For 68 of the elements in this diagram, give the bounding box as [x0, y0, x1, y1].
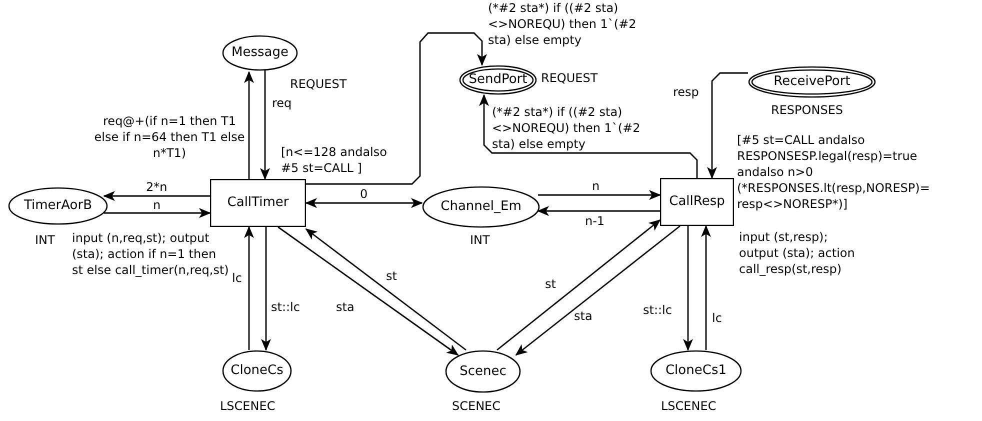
arc-arrow	[261, 227, 271, 351]
arc-inscription: (*#2 sta*) if ((#2 sta)<>NOREQU) then 1`(#2 sta) else empty	[488, 0, 638, 48]
arc-arrow	[537, 206, 660, 216]
arc-inscription: n	[592, 178, 600, 194]
arc-inscription: (*#2 sta*) if ((#2 sta)<>NOREQU) then 1`(#2 sta) else empty	[492, 104, 642, 152]
arc-inscription: n-1	[585, 213, 605, 229]
arc-inscription: sta	[336, 299, 354, 315]
arc-inscription: st::lc	[271, 299, 300, 315]
arc-arrow	[496, 219, 661, 351]
arc-arrow	[244, 226, 254, 350]
type-label: SCENEC	[452, 398, 501, 414]
arc-inscription: 0	[360, 186, 368, 202]
arc-inscription: resp	[673, 84, 699, 100]
transition-box	[210, 179, 306, 227]
place-ellipse	[748, 66, 876, 98]
node-label: Scenec	[460, 364, 506, 380]
arc-arrow	[515, 225, 680, 356]
arc-inscription: 2*n	[146, 179, 168, 195]
place-ellipse	[8, 187, 108, 225]
arc-arrow	[305, 228, 466, 351]
place-ellipse	[459, 65, 537, 95]
guard-text: [#5 st=CALL andalso RESPONSESP.legal(resp)=true andalso n>0 (*RESPONSES.lt(resp,NORESP)= resp<>NORESP*)]	[737, 132, 931, 212]
arc-inscription: sta	[574, 308, 592, 324]
arc-inscription: lc	[232, 270, 242, 286]
place-ellipse	[222, 35, 298, 71]
arc-arrow	[707, 72, 748, 179]
arc-inscription: n	[153, 197, 161, 213]
node-label: CallTimer	[227, 195, 289, 211]
arc-inscription: st::lc	[643, 302, 672, 318]
type-label: RESPONSES	[771, 102, 844, 118]
transition-box	[660, 178, 734, 226]
node-label: Channel_Em	[440, 199, 522, 215]
place-ellipse	[445, 350, 521, 393]
type-label: LSCENEC	[661, 398, 716, 414]
arc-arrow	[479, 94, 698, 178]
place-ellipse	[422, 186, 540, 228]
arc-arrow	[538, 190, 661, 200]
node-label: CallResp	[669, 194, 725, 210]
place-ellipse	[650, 350, 742, 392]
type-label: LSCENEC	[220, 398, 276, 414]
arc-inscription: st	[545, 276, 556, 292]
node-label: ReceivePort	[774, 74, 850, 90]
guard-text: [n<=128 andalso #5 st=CALL ]	[281, 144, 388, 176]
arc-inscription: req@+(if n=1 then T1 else if n=64 then T1 else n*T1)	[93, 113, 246, 161]
arc-arrow	[683, 226, 693, 351]
type-label: REQUEST	[541, 70, 598, 86]
arc-arrow	[103, 191, 210, 201]
arc-arrow	[260, 70, 270, 180]
arc-arrow	[305, 198, 423, 208]
code-text: input (n,req,st); output (sta); action if n=1 then st else call_timer(n,req,st)	[72, 230, 230, 278]
node-label: Message	[232, 45, 288, 61]
arc-inscription: st	[386, 268, 397, 284]
node-label: CloneCs1	[665, 363, 726, 379]
arc-inscription: req	[272, 95, 292, 111]
type-label: INT	[470, 232, 490, 248]
arc-arrow	[306, 32, 487, 185]
arc-arrow	[701, 225, 711, 350]
type-label: REQUEST	[290, 76, 347, 92]
arc-arrow	[278, 226, 459, 356]
arc-arrow	[244, 71, 254, 179]
arc-arrow	[104, 208, 211, 218]
code-text: input (st,resp); output (sta); action call_resp(st,resp)	[739, 229, 856, 277]
type-label: INT	[35, 232, 55, 248]
node-label: TimerAorB	[24, 198, 92, 214]
node-label: SendPort	[468, 72, 528, 88]
place-ellipse	[222, 350, 292, 392]
node-label: CloneCs	[230, 363, 284, 379]
arc-inscription: lc	[712, 310, 722, 326]
